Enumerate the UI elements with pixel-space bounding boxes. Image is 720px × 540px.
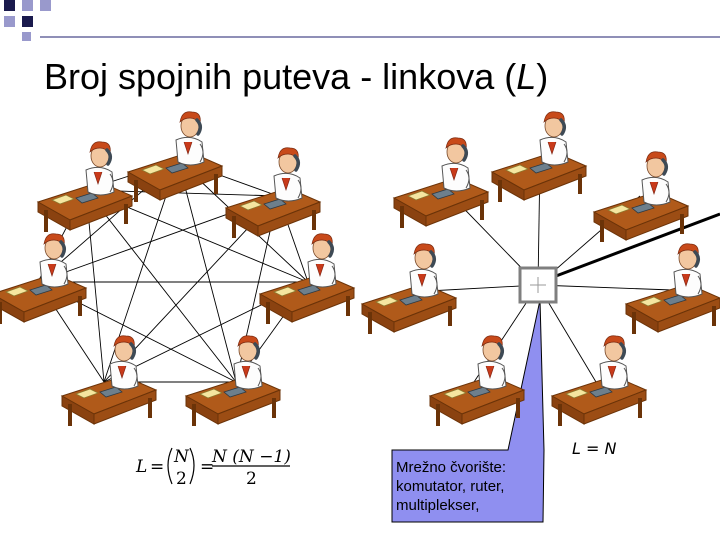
person-at-desk-icon — [258, 231, 356, 326]
decor-square — [40, 0, 51, 11]
binom-left-paren — [167, 447, 173, 485]
network-hub-icon — [518, 266, 558, 304]
decor-square — [4, 16, 15, 27]
title-rule — [40, 36, 720, 38]
star-formula: L = N — [572, 439, 616, 458]
mesh-link — [85, 189, 237, 383]
person-at-desk-icon — [592, 149, 690, 244]
decor-square — [22, 16, 33, 27]
callout-text: Mrežno čvorište: komutator, ruter, multi… — [396, 458, 542, 515]
formula-equals2: = — [200, 457, 214, 477]
mesh-formula: L = N 2 = N (N −1) 2 — [135, 447, 291, 489]
mesh-link — [177, 159, 237, 383]
decor-square — [4, 0, 15, 11]
formula-lhs: L — [135, 457, 147, 477]
star-link — [537, 284, 673, 291]
decor-square — [22, 0, 33, 11]
fraction-numerator: N (N −1) — [211, 447, 291, 467]
binom-right-paren — [189, 447, 195, 485]
formula-equals: = — [150, 457, 164, 477]
callout-box — [391, 299, 545, 523]
person-at-desk-icon — [428, 333, 526, 428]
person-at-desk-icon — [36, 139, 134, 234]
person-at-desk-icon — [550, 333, 648, 428]
person-at-desk-icon — [360, 241, 458, 336]
binom-bottom: 2 — [176, 469, 187, 489]
title-text: Broj spojnih puteva - linkova ( — [44, 56, 517, 97]
title-end: ) — [536, 56, 549, 97]
callout-line: Mrežno čvorište: — [396, 459, 507, 476]
fraction-denominator: 2 — [246, 469, 257, 489]
person-at-desk-icon — [490, 109, 588, 204]
title-italic: L — [516, 56, 537, 97]
person-at-desk-icon — [0, 231, 88, 326]
uplink-cable — [555, 212, 720, 278]
callout-line: komutator, ruter, — [396, 478, 505, 495]
binom-top: N — [173, 447, 190, 467]
mesh-nodes — [0, 109, 356, 428]
slide-title: Broj spojnih puteva - linkova (L) — [44, 56, 548, 98]
decor-square — [22, 32, 31, 41]
callout-line: multiplekser, — [396, 497, 480, 514]
person-at-desk-icon — [392, 135, 490, 230]
person-at-desk-icon — [224, 145, 322, 240]
person-at-desk-icon — [184, 333, 282, 428]
person-at-desk-icon — [60, 333, 158, 428]
corner-decoration — [4, 0, 51, 41]
